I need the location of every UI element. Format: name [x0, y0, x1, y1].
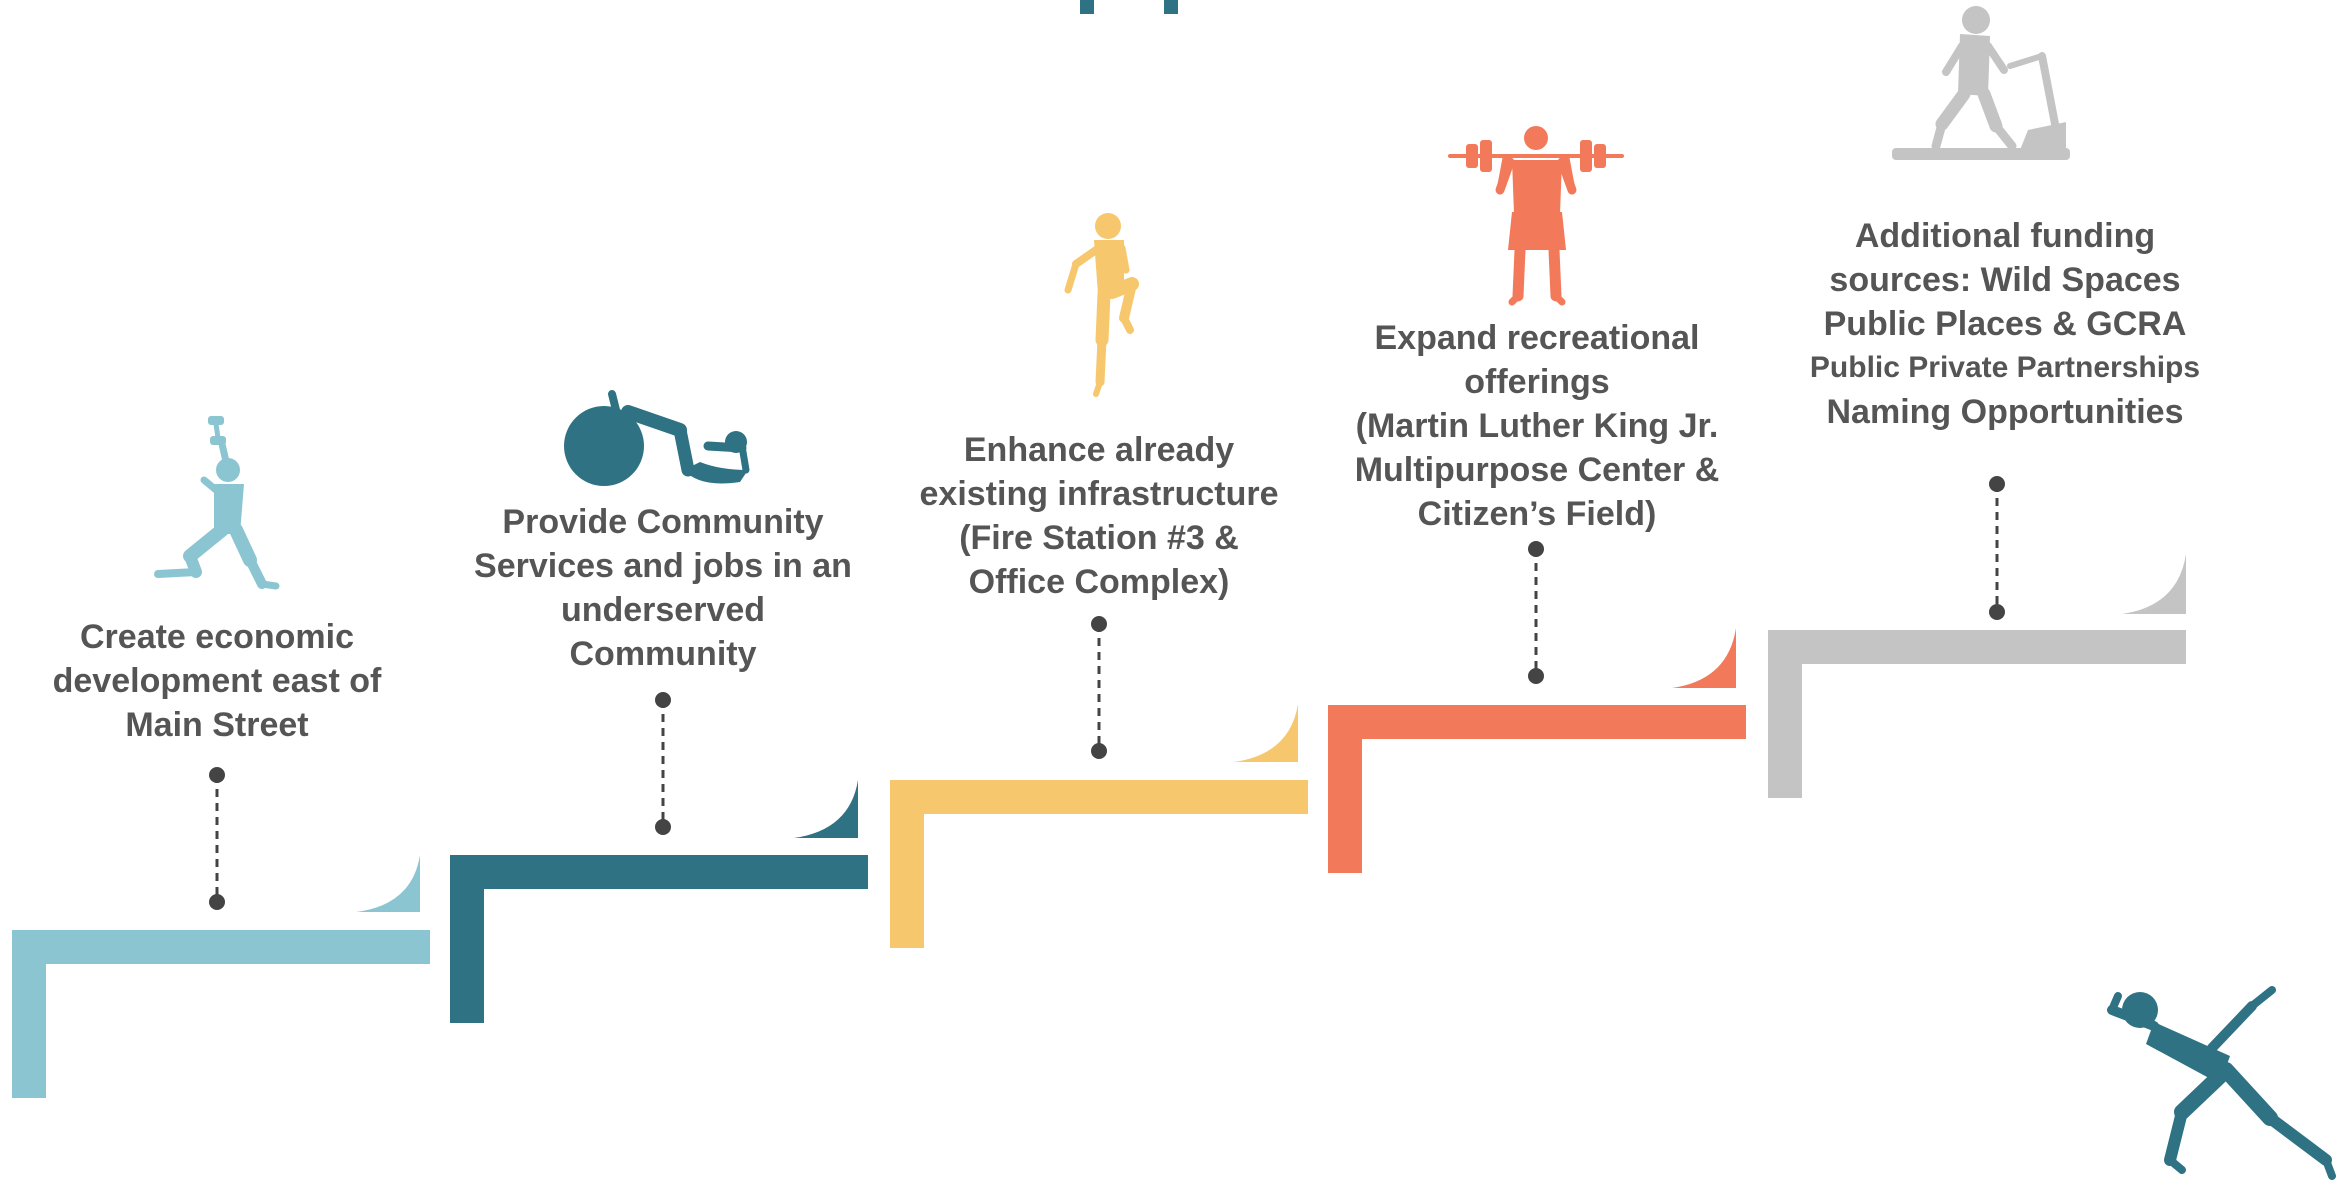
step-2-line-4: Community: [569, 635, 757, 673]
step-3-line-1: Enhance already: [963, 431, 1235, 469]
step-2-label: Provide Community Services and jobs in a…: [448, 500, 878, 676]
step-4-line-5: Citizen’s Field): [1417, 495, 1657, 533]
treadmill-runner-icon: [1892, 6, 2070, 160]
step-4-line-2: offerings: [1464, 363, 1610, 401]
step-5-line-3: Public Places & GCRA: [1823, 305, 2187, 343]
step-2-connector: [655, 692, 671, 835]
step-3-line-2: existing infrastructure: [919, 475, 1279, 513]
step-5-line-2: sources: Wild Spaces: [1829, 261, 2181, 299]
step-1-stair: [12, 855, 430, 1098]
step-4-line-1: Expand recreational: [1374, 319, 1700, 357]
top-bracket-mark-icon: [1080, 0, 1178, 14]
step-2-line-2: Services and jobs in an: [474, 547, 852, 585]
step-4-line-3: (Martin Luther King Jr.: [1355, 407, 1719, 445]
step-5-connector: [1989, 476, 2005, 620]
step-3-line-4: Office Complex): [968, 563, 1230, 601]
step-5-line-5: Naming Opportunities: [1826, 393, 2184, 431]
sprinter-icon: [2107, 986, 2336, 1180]
barbell-lift-icon: [1448, 126, 1624, 306]
step-4-connector: [1528, 541, 1544, 684]
step-1-label: Create economic development east of Main…: [20, 615, 414, 747]
step-5-label: Additional funding sources: Wild Spaces …: [1770, 214, 2240, 434]
step-1-connector: [209, 767, 225, 910]
exercise-ball-icon: [564, 390, 750, 486]
step-4-label: Expand recreational offerings (Martin Lu…: [1318, 316, 1756, 536]
step-3-line-3: (Fire Station #3 &: [959, 519, 1239, 557]
step-2-line-1: Provide Community: [502, 503, 824, 541]
step-3-stair: [890, 704, 1308, 948]
step-5-line-1: Additional funding: [1854, 217, 2156, 255]
high-knee-icon: [1064, 213, 1139, 397]
step-5-stair: [1768, 554, 2186, 798]
step-5-line-4: Public Private Partnerships: [1809, 351, 2201, 384]
step-1-line-2: development east of: [52, 662, 382, 700]
step-3-connector: [1091, 616, 1107, 759]
step-4-line-4: Multipurpose Center &: [1354, 451, 1720, 489]
step-2-stair: [450, 780, 868, 1023]
step-3-label: Enhance already existing infrastructure …: [880, 428, 1318, 604]
step-1-line-3: Main Street: [125, 706, 309, 744]
step-1-line-1: Create economic: [80, 618, 354, 656]
step-2-line-3: underserved: [560, 591, 766, 629]
step-4-stair: [1328, 628, 1746, 873]
lunge-dumbbell-icon: [154, 416, 280, 590]
